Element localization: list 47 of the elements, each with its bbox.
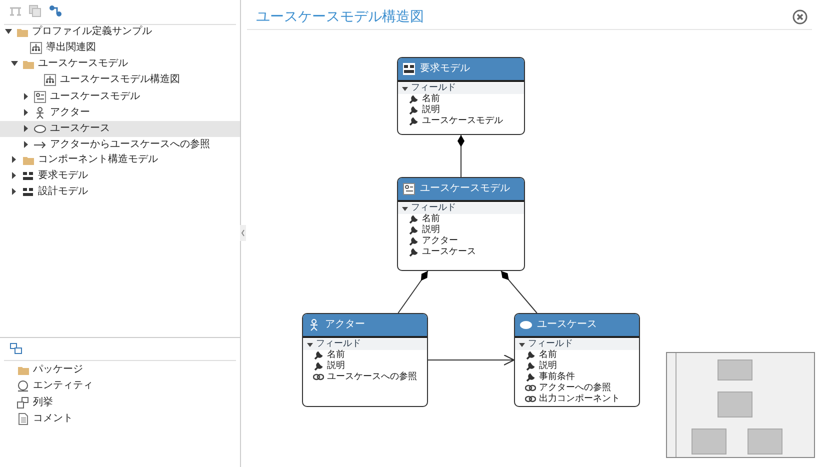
composition-line	[500, 270, 538, 314]
field-name: ユースケースへの参照	[327, 372, 417, 382]
section-label: フィールド	[411, 203, 456, 213]
field-name: 説明	[422, 105, 440, 115]
tree-item: 要求モデル	[38, 168, 88, 183]
class-name: ユースケース	[537, 319, 597, 330]
tree-item: アクターからユースケースへの参照	[50, 138, 210, 152]
tree-item: ユースケースモデル	[50, 90, 140, 104]
tree-item: 列挙	[33, 396, 53, 410]
tree-item: ユースケースモデル構造図	[60, 72, 180, 87]
tree-item: アクター	[50, 106, 90, 120]
field-name: ユースケースモデル	[422, 116, 503, 126]
section-label: フィールド	[411, 83, 456, 93]
field-name: アクターへの参照	[539, 383, 611, 393]
class-box	[397, 177, 525, 271]
section-label: フィールド	[316, 339, 361, 349]
field-name: ユースケース	[422, 247, 476, 257]
tree-item: プロファイル定義サンプル	[32, 24, 152, 39]
tree-item: 設計モデル	[38, 184, 88, 199]
field-name: 説明	[422, 225, 440, 235]
field-name: 名前	[422, 214, 440, 224]
class-box	[302, 313, 428, 407]
class-name: 要求モデル	[420, 63, 470, 74]
composition-line	[458, 134, 464, 178]
arrow	[428, 354, 515, 366]
field-name: 名前	[422, 94, 440, 104]
diagram-title: ユースケースモデル構造図	[256, 8, 424, 26]
class-box	[514, 313, 640, 407]
tree-item: エンティティ	[33, 379, 93, 393]
composition-line	[398, 270, 428, 314]
field-name: 説明	[327, 361, 345, 371]
tree-item: ユースケースモデル	[38, 57, 128, 71]
field-name: 出力コンポーネント	[539, 394, 620, 404]
class-box	[397, 57, 525, 135]
field-name: 説明	[539, 361, 557, 371]
section-label: フィールド	[528, 339, 573, 349]
tree-item: コメント	[33, 412, 73, 426]
field-name: 事前条件	[539, 372, 575, 382]
class-name: ユースケースモデル	[420, 183, 510, 194]
tree-item: コンポーネント構造モデル	[38, 152, 158, 167]
field-name: 名前	[327, 350, 345, 360]
tree-item: ユースケース	[50, 122, 110, 136]
tree-item: パッケージ	[33, 363, 83, 377]
field-name: 名前	[539, 350, 557, 360]
tree-item: 導出関連図	[46, 40, 96, 55]
class-name: アクター	[325, 319, 365, 330]
field-name: アクター	[422, 236, 458, 246]
